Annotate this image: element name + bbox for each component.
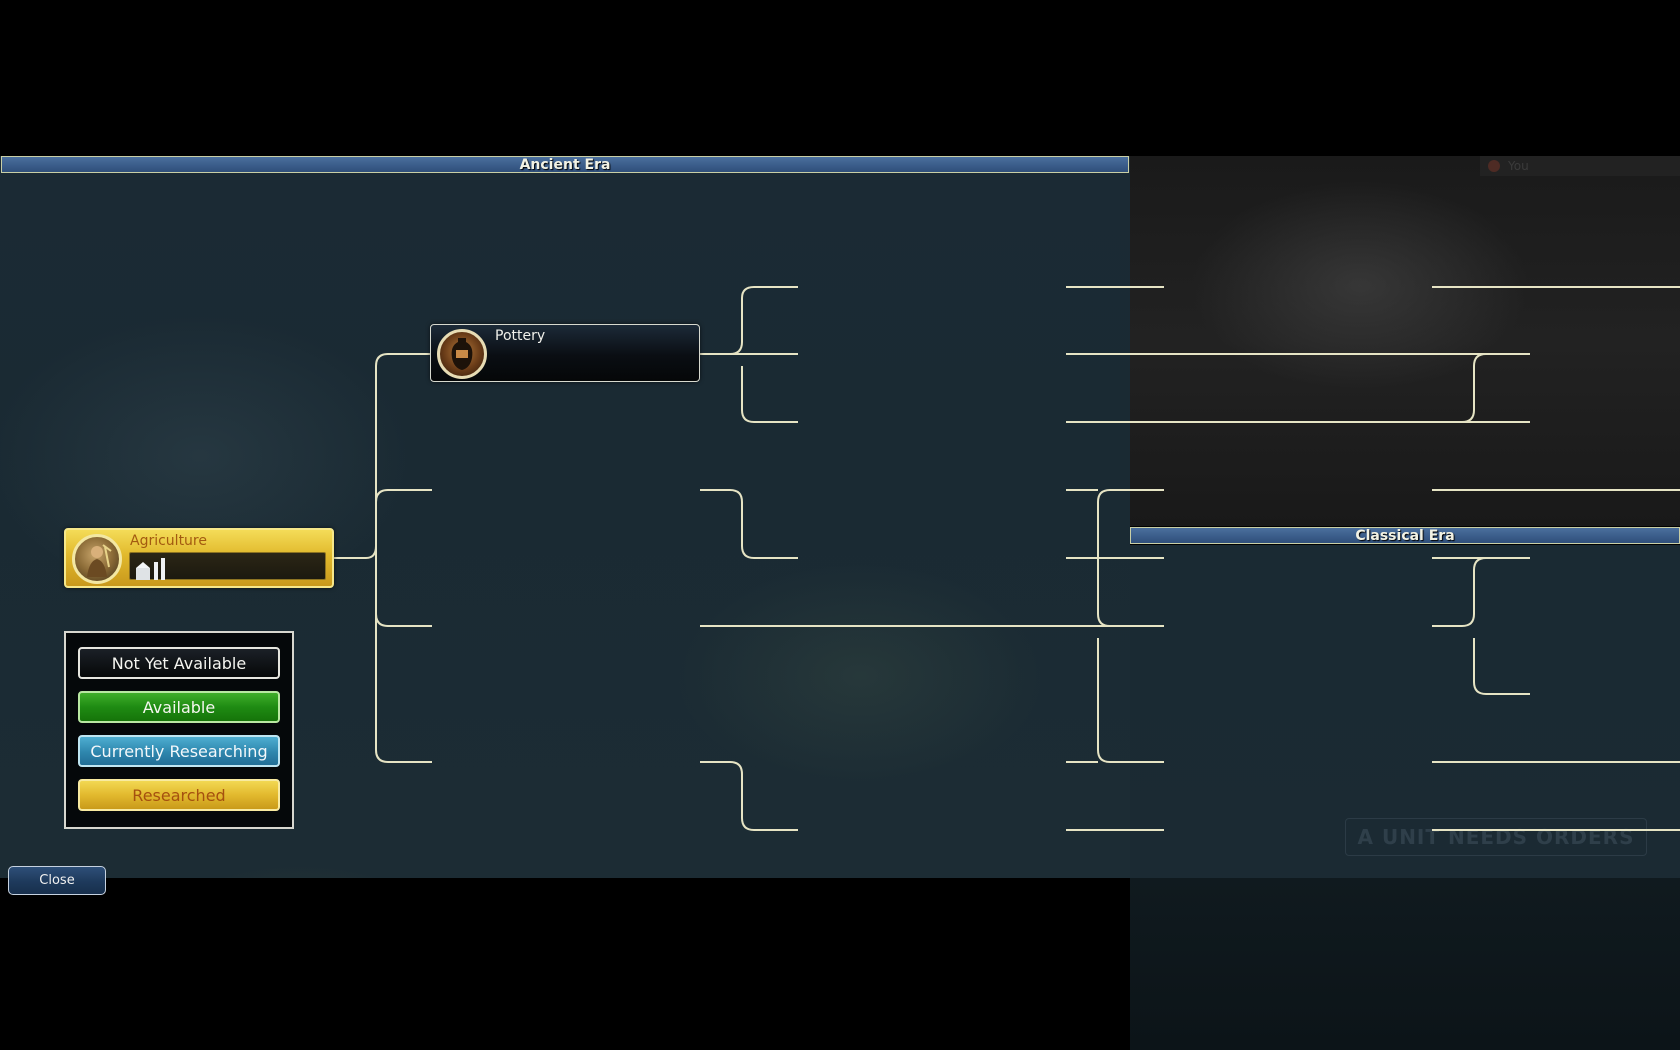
player-list-entry: You [1480,156,1680,176]
farm-improvement-icon[interactable] [134,556,168,584]
connector-pottery-down [741,366,798,423]
map-background-lower [1130,878,1680,1050]
connector-agriculture-trunk [365,353,430,559]
connector-classical-bracket [1432,557,1530,627]
connector-col2-490 [700,489,798,559]
tech-status-legend: Not Yet Available Available Currently Re… [64,631,294,829]
era-header-classical: Classical Era [1130,527,1680,544]
tech-agriculture[interactable]: Agriculture [64,528,334,588]
connector-col2-762 [700,761,798,831]
legend-available: Available [78,691,280,723]
tech-pottery[interactable]: Pottery [430,324,700,382]
connector-row-626-down [1097,638,1164,763]
player-civ-icon [1488,160,1500,172]
connector-classical-694 [1473,638,1530,695]
pottery-vase-icon [437,329,487,379]
legend-researched: Researched [78,779,280,811]
legend-currently-researching: Currently Researching [78,735,280,767]
connector-bracket-354-422 [1461,353,1530,423]
era-header-ancient: Ancient Era [1,156,1129,173]
tech-name: Pottery [495,328,546,344]
player-name: You [1508,159,1529,173]
close-button[interactable]: Close [8,866,106,895]
connector-branch-2 [375,489,432,503]
wheat-farmer-icon [72,534,122,584]
connector-pottery-up [729,286,798,355]
connector-branch-3 [375,613,432,627]
tech-name: Agriculture [130,533,207,549]
map-background-fog [1130,156,1680,526]
connector-agriculture-trunk-lower [375,546,432,763]
map-background-classical [1130,545,1680,878]
legend-not-yet-available: Not Yet Available [78,647,280,679]
